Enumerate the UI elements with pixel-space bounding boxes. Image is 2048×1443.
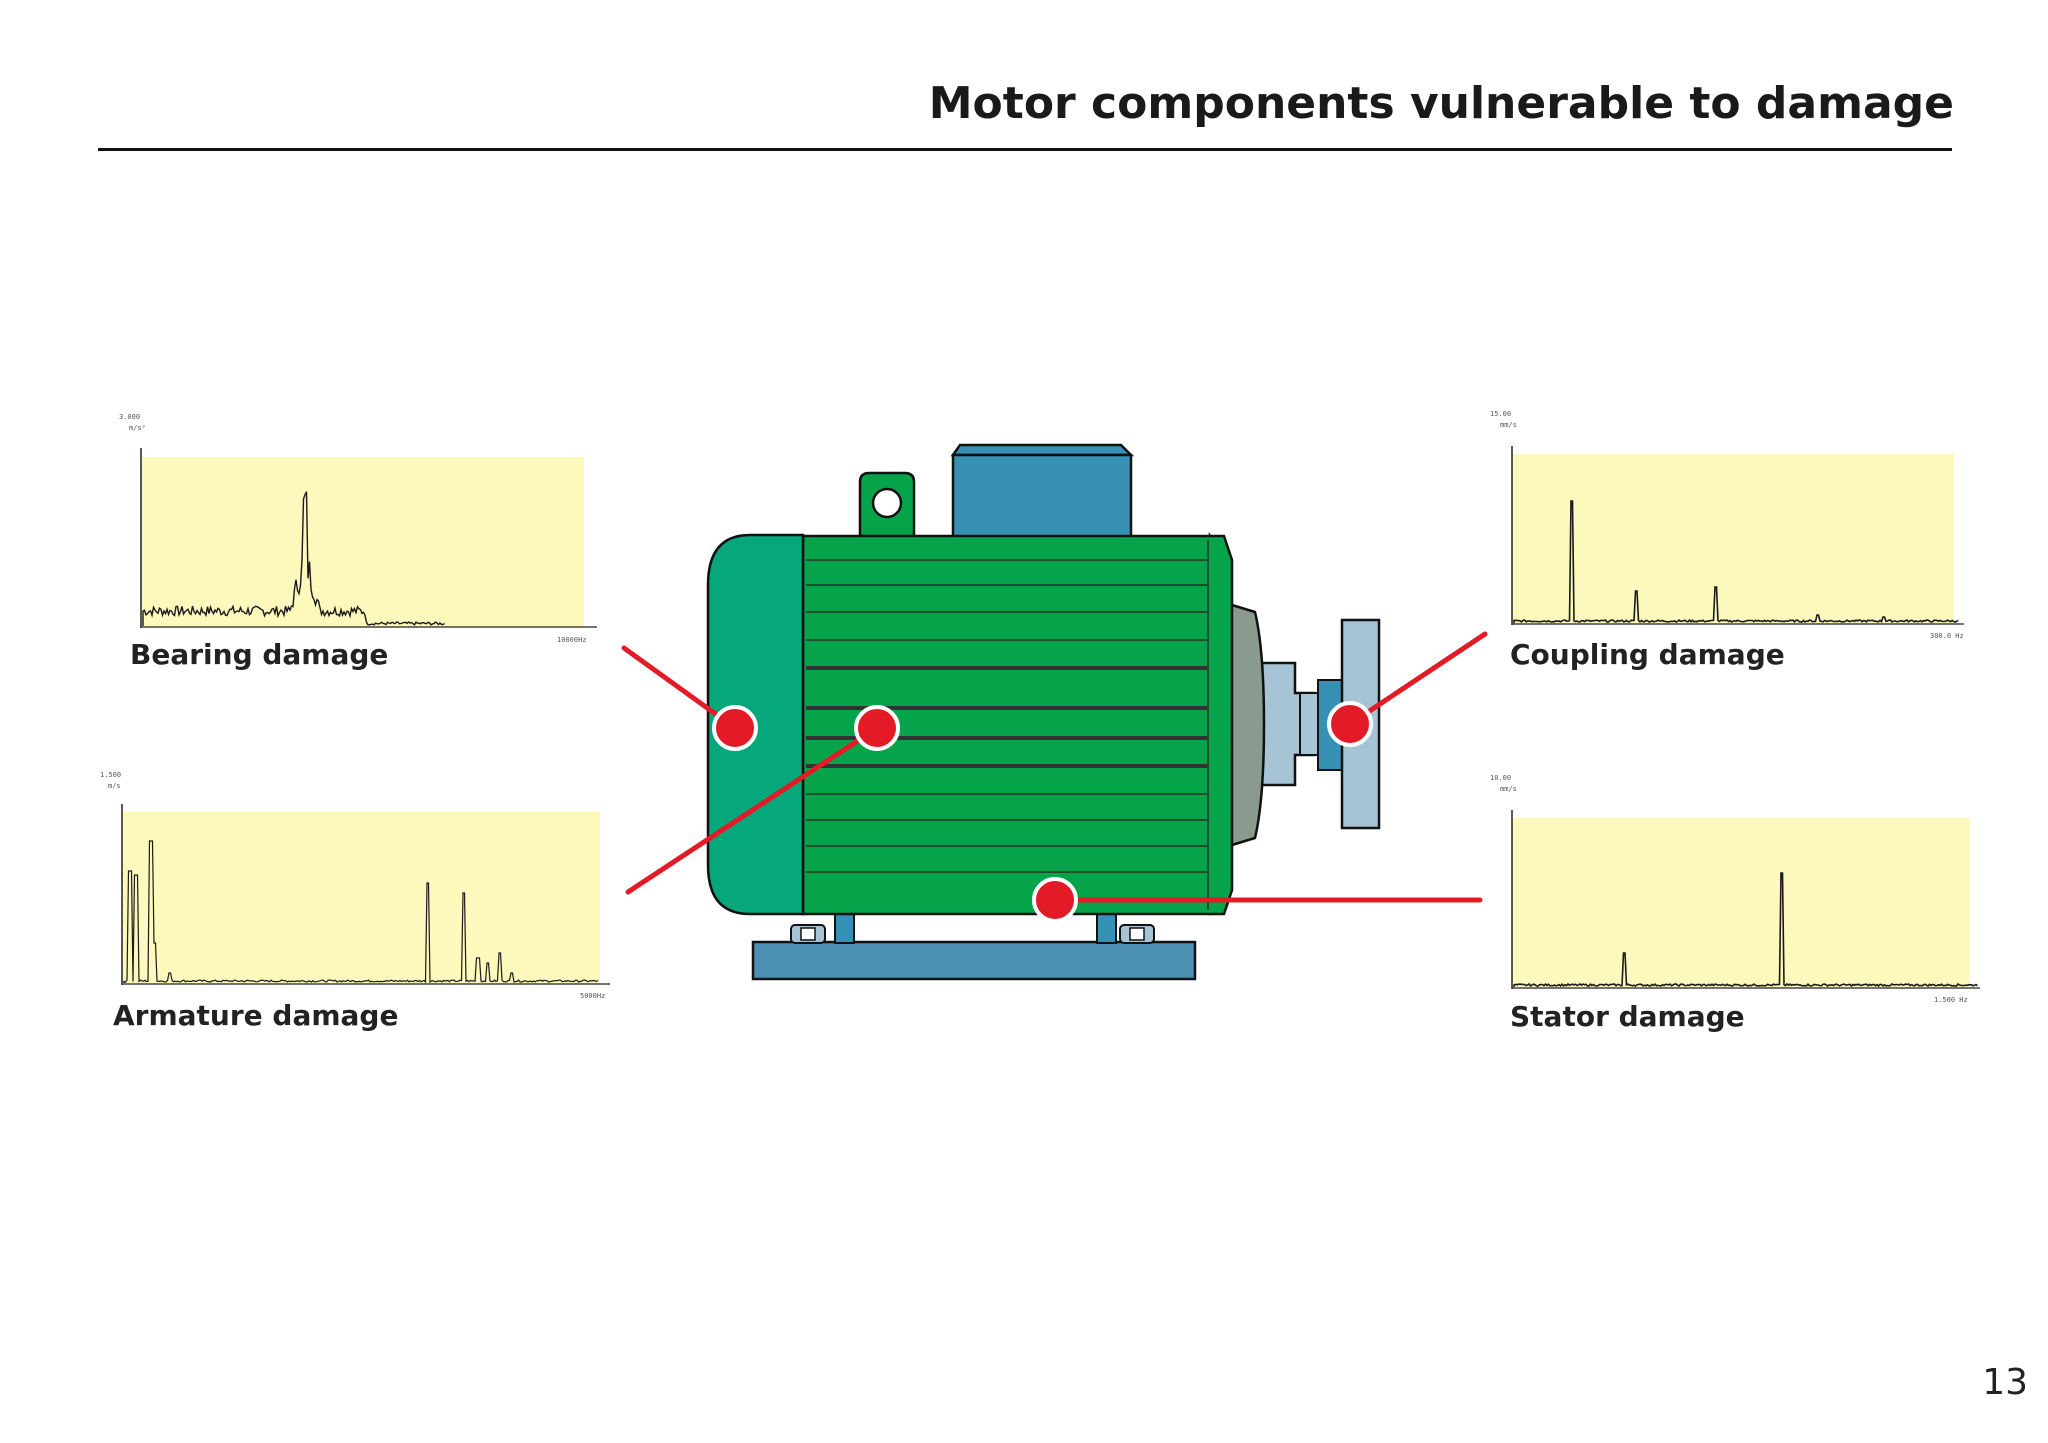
y-unit-label: m/s²	[129, 424, 146, 432]
marker-bearing	[712, 705, 758, 751]
spectrum-trace	[1513, 500, 1959, 624]
stator-damage-label: Stator damage	[1510, 1000, 1745, 1033]
coupling-damage-label: Coupling damage	[1510, 638, 1785, 671]
bolt-right	[1119, 924, 1155, 944]
y-max-label: 3.000	[119, 413, 140, 421]
y-max-label: 10.00	[1490, 774, 1511, 782]
marker-stator	[1032, 877, 1078, 923]
plot-background	[122, 812, 600, 984]
y-unit-label: m/s	[108, 782, 121, 790]
y-unit-label: mm/s	[1500, 785, 1517, 793]
base-plate	[751, 940, 1197, 981]
bearing-spectrum: 3.000 m/s² 10000Hz	[119, 413, 597, 644]
terminal-box	[950, 443, 1135, 541]
page-title: Motor components vulnerable to damage	[928, 78, 1954, 129]
marker-armature	[854, 705, 900, 751]
plot-background	[141, 457, 584, 627]
shaft-assembly	[1260, 661, 1343, 787]
armature-spectrum: 1.500 m/s 5000Hz	[100, 771, 610, 1000]
plot-background	[1512, 818, 1970, 988]
y-unit-label: mm/s	[1500, 421, 1517, 429]
x-max-label: 300.0 Hz	[1930, 632, 1964, 640]
x-max-label: 1.500 Hz	[1934, 996, 1968, 1004]
spectrum-trace	[123, 840, 599, 984]
stator-spectrum: 10.00 mm/s 1.500 Hz	[1490, 774, 1980, 1004]
callout-line-coupling	[1347, 631, 1488, 727]
x-max-label: 10000Hz	[557, 636, 587, 644]
callout-lines	[621, 631, 1488, 903]
y-max-label: 1.500	[100, 771, 121, 779]
armature-damage-label: Armature damage	[113, 999, 399, 1032]
marker-coupling	[1327, 701, 1373, 747]
page-number: 13	[1982, 1362, 2028, 1403]
lifting-eye	[858, 471, 916, 540]
bearing-damage-label: Bearing damage	[130, 638, 389, 671]
callout-line-armature	[625, 725, 880, 895]
title-rule	[98, 148, 1952, 151]
x-max-label: 5000Hz	[580, 992, 605, 1000]
plot-background	[1512, 454, 1954, 624]
y-max-label: 15.00	[1490, 410, 1511, 418]
spectrum-trace	[142, 491, 445, 626]
spectrum-trace	[1513, 872, 1978, 988]
bolt-left	[790, 924, 826, 944]
coupling-spectrum: 15.00 mm/s 300.0 Hz	[1490, 410, 1964, 640]
